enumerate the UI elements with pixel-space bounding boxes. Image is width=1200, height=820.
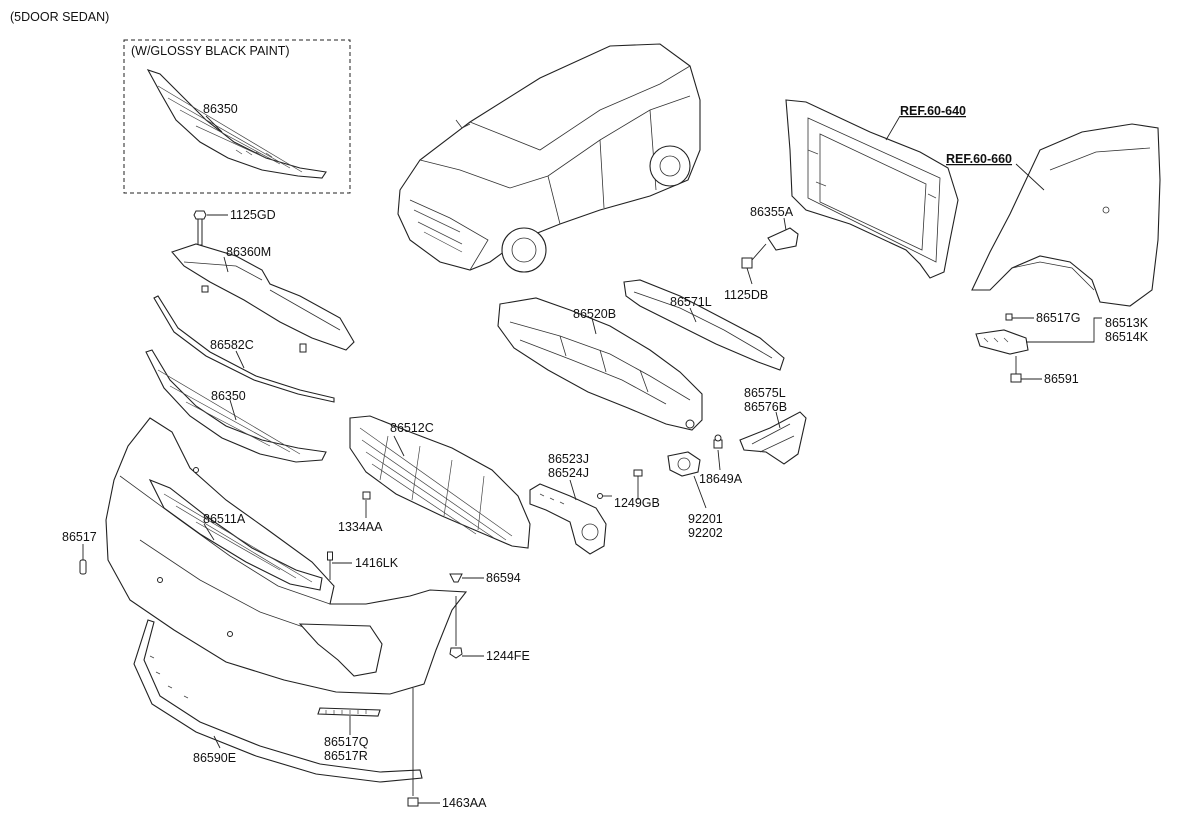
label-86575L[interactable]: 86575L	[744, 386, 786, 400]
label-86590E[interactable]: 86590E	[193, 751, 236, 765]
bolt-1244FE[interactable]	[449, 596, 463, 659]
screw-1463AA[interactable]	[407, 797, 419, 807]
fender-ref-60-660	[971, 123, 1161, 307]
air-duct-86575L[interactable]	[739, 411, 807, 465]
label-86517G[interactable]: 86517G	[1036, 311, 1080, 325]
label-86524J[interactable]: 86524J	[548, 466, 589, 480]
label-86576B[interactable]: 86576B	[744, 400, 787, 414]
diagram-title: (5DOOR SEDAN)	[10, 10, 109, 24]
label-92201[interactable]: 92201	[688, 512, 723, 526]
grille-86350[interactable]	[145, 349, 327, 463]
leader-18649A	[717, 449, 721, 471]
fog-lamp-92201[interactable]	[667, 451, 701, 477]
bracket-86513K[interactable]	[975, 329, 1029, 355]
leader-86355A	[783, 217, 787, 231]
label-86594[interactable]: 86594	[486, 571, 521, 585]
option-box-frame	[123, 39, 351, 194]
leader-86523J	[569, 479, 577, 501]
leader-86590E	[213, 735, 221, 749]
option-box-label: (W/GLOSSY BLACK PAINT)	[131, 44, 290, 58]
option-box-glossy-black: (W/GLOSSY BLACK PAINT) 86350	[123, 39, 351, 194]
label-86514K[interactable]: 86514K	[1105, 330, 1149, 344]
label-86591[interactable]: 86591	[1044, 372, 1079, 386]
upper-cover-86360M[interactable]	[171, 243, 355, 353]
bulb-18649A[interactable]	[713, 434, 723, 449]
lower-grille-86512C[interactable]	[349, 415, 531, 549]
label-86517R[interactable]: 86517R	[324, 749, 368, 763]
leader-86571L	[689, 307, 697, 323]
label-1463AA[interactable]: 1463AA	[442, 796, 487, 810]
leader-86350	[229, 399, 237, 421]
label-86512C[interactable]: 86512C	[390, 421, 434, 435]
clip-86594[interactable]	[449, 573, 463, 583]
label-86511A[interactable]: 86511A	[203, 512, 246, 526]
leader-86520B	[591, 317, 597, 335]
grille-86350-glossy[interactable]	[146, 69, 327, 179]
label-1416LK[interactable]: 1416LK	[355, 556, 399, 570]
label-86355A[interactable]: 86355A	[750, 205, 794, 219]
leader-86350-glossy	[205, 115, 223, 133]
carrier-ref-60-640	[785, 99, 959, 279]
label-86520B[interactable]: 86520B	[573, 307, 616, 321]
label-1249GB[interactable]: 1249GB	[614, 496, 660, 510]
leader-ref-60-660	[1015, 163, 1045, 191]
label-86350[interactable]: 86350	[211, 389, 246, 403]
label-86571L[interactable]: 86571L	[670, 295, 712, 309]
clip-86517G[interactable]	[1005, 313, 1013, 321]
label-86513K[interactable]: 86513K	[1105, 316, 1149, 330]
label-1125DB[interactable]: 1125DB	[724, 288, 768, 302]
leader-86582C	[235, 350, 245, 369]
vehicle-illustration	[397, 43, 701, 273]
cover-86517Q[interactable]	[317, 707, 381, 717]
nut-1334AA[interactable]	[362, 491, 371, 500]
bolt-1125GD[interactable]	[193, 210, 207, 246]
leader-86512C	[393, 435, 405, 457]
absorber-86520B[interactable]	[497, 297, 703, 431]
ref-60-640[interactable]: REF.60-640	[900, 104, 966, 118]
pin-86517[interactable]	[79, 559, 87, 575]
label-1125GD[interactable]: 1125GD	[230, 208, 276, 222]
label-86523J[interactable]: 86523J	[548, 452, 589, 466]
label-1244FE[interactable]: 1244FE	[486, 649, 530, 663]
label-86517Q[interactable]: 86517Q	[324, 735, 369, 749]
leader-ref-60-640	[885, 115, 901, 141]
beam-86571L[interactable]	[623, 279, 785, 371]
leader-92201	[693, 475, 707, 509]
label-86360M[interactable]: 86360M	[226, 245, 271, 259]
fog-bezel-86523J[interactable]	[529, 483, 607, 555]
leader-86360M	[223, 256, 229, 273]
leader-86575L	[775, 411, 781, 429]
label-86350-glossy[interactable]: 86350	[203, 102, 238, 116]
leader-86511A	[203, 523, 215, 541]
ref-60-660[interactable]: REF.60-660	[946, 152, 1012, 166]
label-18649A[interactable]: 18649A	[699, 472, 743, 486]
label-86582C[interactable]: 86582C	[210, 338, 254, 352]
screw-86591[interactable]	[1010, 356, 1022, 383]
bracket-86355A[interactable]	[767, 227, 799, 251]
lower-lip-86590E[interactable]	[133, 619, 423, 783]
leader-1125DB	[746, 267, 753, 285]
label-92202[interactable]: 92202	[688, 526, 723, 540]
bolt-1125DB[interactable]	[741, 243, 767, 269]
front-bumper-86511A[interactable]	[105, 417, 468, 695]
label-1334AA[interactable]: 1334AA	[338, 520, 383, 534]
leader-86513K	[1026, 317, 1102, 343]
pin-1416LK[interactable]	[327, 551, 333, 580]
trim-strip-86582C[interactable]	[153, 295, 335, 403]
label-86517[interactable]: 86517	[62, 530, 97, 544]
screw-1249GB[interactable]	[597, 469, 643, 499]
